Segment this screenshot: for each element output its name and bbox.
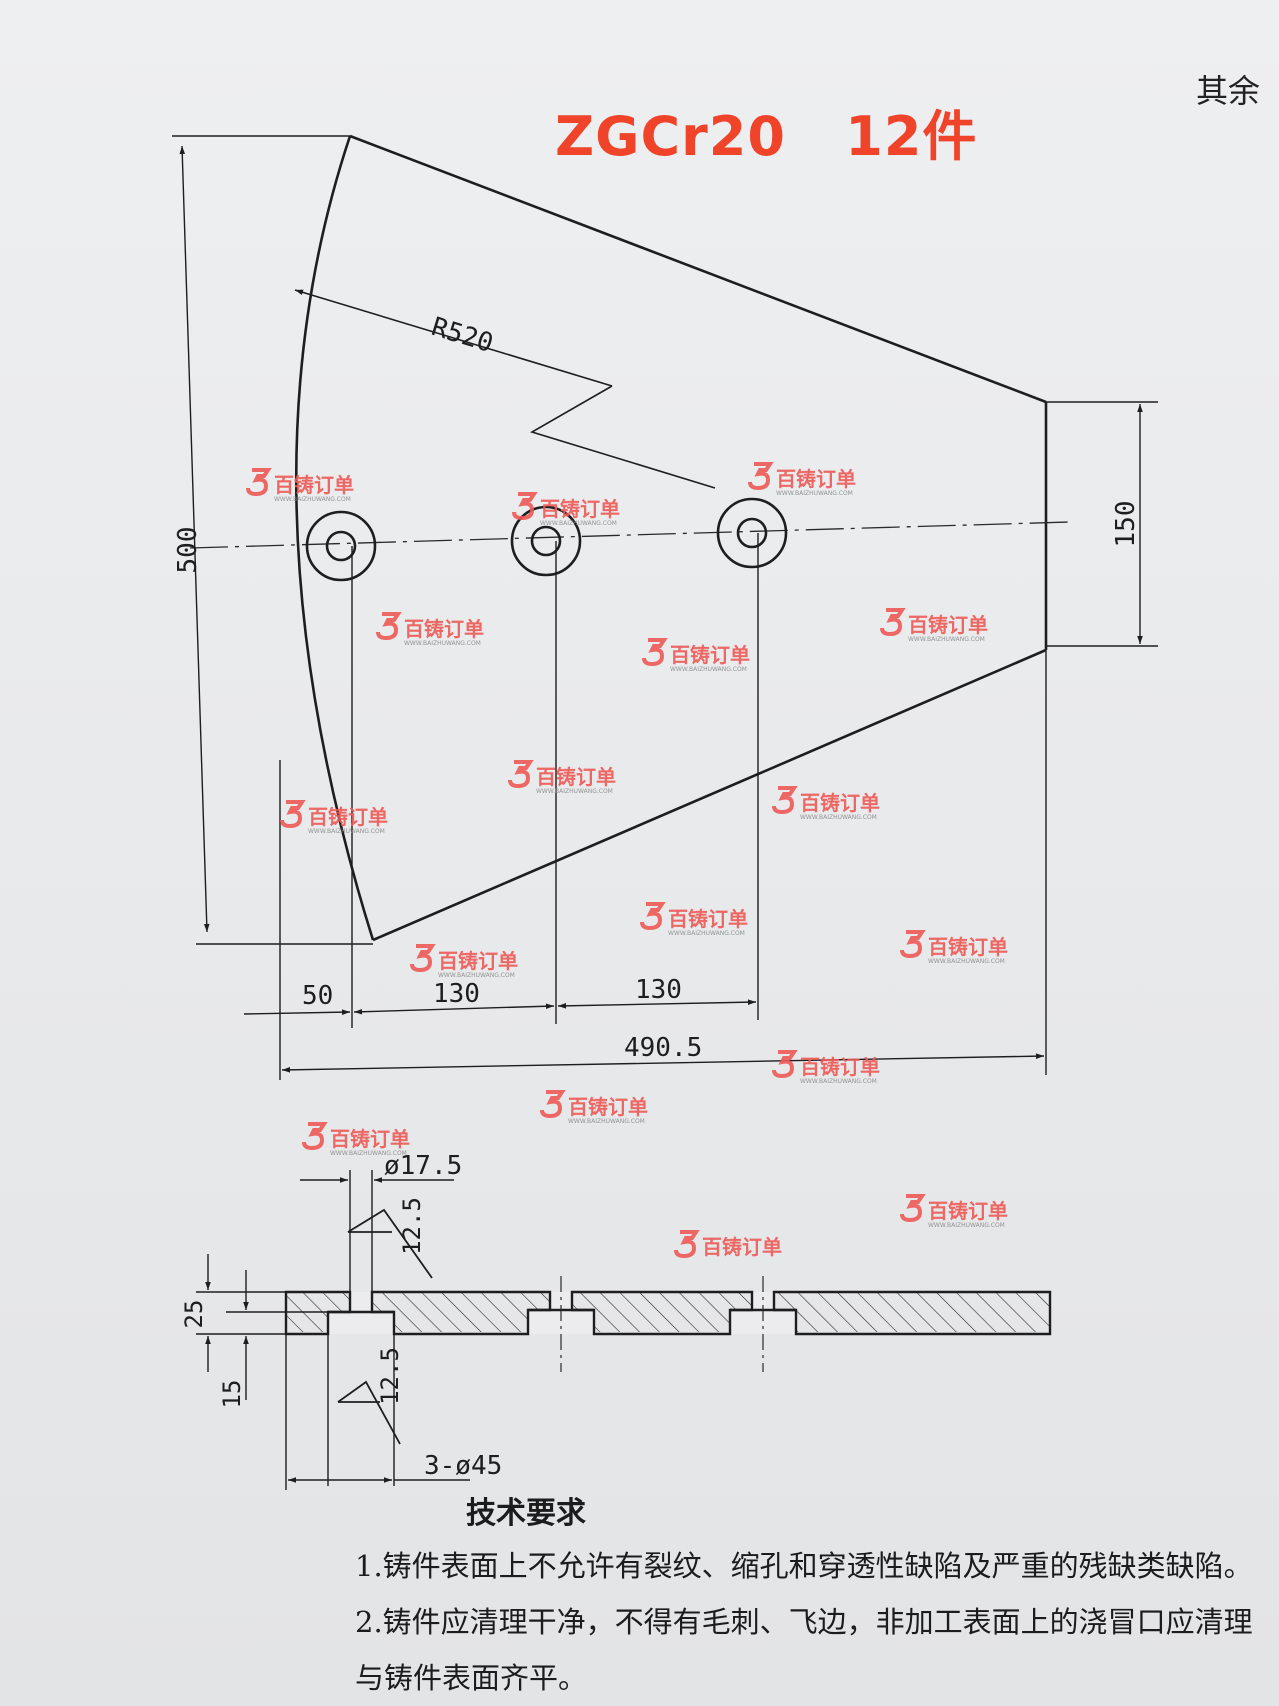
svg-text:WWW.BAIZHUWANG.COM: WWW.BAIZHUWANG.COM [540,520,617,527]
svg-text:WWW.BAIZHUWANG.COM: WWW.BAIZHUWANG.COM [670,666,747,673]
spacing-dimensions [243,999,1045,1073]
requirements-list: 1.铸件表面上不允许有裂纹、缩孔和穿透性缺陷及严重的残缺类缺陷。 2.铸件应清理… [355,1538,1255,1706]
spacing-label-2: 130 [433,979,480,1009]
roughness-bottom-label: 12.5 [376,1347,404,1405]
svg-text:WWW.BAIZHUWANG.COM: WWW.BAIZHUWANG.COM [800,814,877,821]
watermark-text: 百铸订单 [274,473,354,497]
spacing-label-1: 50 [302,981,333,1011]
svg-text:百铸订单: 百铸订单 [928,1199,1008,1223]
height-dimension [172,135,373,945]
svg-text:百铸订单: 百铸订单 [404,617,484,641]
overall-length-label: 490.5 [624,1033,702,1063]
svg-text:WWW.BAIZHUWANG.COM: WWW.BAIZHUWANG.COM [536,788,613,795]
requirements-heading: 技术要求 [466,1496,586,1531]
right-height-label: 150 [1111,501,1141,548]
svg-text:百铸订单: 百铸订单 [928,935,1008,959]
svg-text:百铸订单: 百铸订单 [670,643,750,667]
svg-text:百铸订单: 百铸订单 [536,765,616,789]
hole-3 [716,497,788,569]
svg-text:WWW.BAIZHUWANG.COM: WWW.BAIZHUWANG.COM [568,1118,645,1125]
center-line [189,521,1071,549]
plate-outline [294,134,1048,942]
hole-2 [510,505,582,577]
right-height-dimension [1046,401,1158,647]
roughness-top-label: 12.5 [398,1197,426,1255]
counterbore-label: 3-ø45 [424,1451,502,1481]
hole-1 [305,510,377,582]
svg-text:百铸订单: 百铸订单 [800,791,880,815]
recess-depth-label: 15 [218,1380,246,1409]
svg-text:百铸订单: 百铸订单 [308,805,388,829]
svg-text:WWW.BAIZHUWANG.COM: WWW.BAIZHUWANG.COM [928,958,1005,965]
svg-text:WWW.BAIZHUWANG.COM: WWW.BAIZHUWANG.COM [330,1150,407,1157]
svg-text:百铸订单: 百铸订单 [540,497,620,521]
svg-text:WWW.BAIZHUWANG.COM: WWW.BAIZHUWANG.COM [776,490,853,497]
svg-text:百铸订单: 百铸订单 [438,949,518,973]
mounting-holes [305,497,788,582]
svg-text:WWW.BAIZHUWANG.COM: WWW.BAIZHUWANG.COM [800,1078,877,1085]
height-label: 500 [173,527,203,574]
svg-text:WWW.BAIZHUWANG.COM: WWW.BAIZHUWANG.COM [274,496,351,503]
svg-text:百铸订单: 百铸订单 [330,1127,410,1151]
svg-text:WWW.BAIZHUWANG.COM: WWW.BAIZHUWANG.COM [928,1222,1005,1229]
requirement-item-2: 2.铸件应清理干净，不得有毛刺、飞边，非加工表面上的浇冒口应清理 [355,1605,1253,1639]
spacing-label-3: 130 [635,975,682,1005]
surface-finish-note: 其余 [1196,72,1261,110]
hole-dia-label: ø17.5 [384,1151,462,1181]
radius-label: R520 [428,312,497,359]
thickness-label: 25 [180,1300,208,1329]
page-title: ZGCr20 12件 [555,105,978,168]
radius-leader [294,289,716,489]
svg-text:WWW.BAIZHUWANG.COM: WWW.BAIZHUWANG.COM [908,636,985,643]
spacing-extension-lines [279,533,1047,1080]
svg-text:WWW.BAIZHUWANG.COM: WWW.BAIZHUWANG.COM [438,972,515,979]
svg-text:百铸订单: 百铸订单 [568,1095,648,1119]
svg-text:百铸订单: 百铸订单 [668,907,748,931]
svg-text:百铸订单: 百铸订单 [800,1055,880,1079]
svg-text:WWW.BAIZHUWANG.COM: WWW.BAIZHUWANG.COM [668,930,745,937]
svg-text:百铸订单: 百铸订单 [702,1235,782,1259]
requirement-item-1: 1.铸件表面上不允许有裂纹、缩孔和穿透性缺陷及严重的残缺类缺陷。 [355,1549,1253,1583]
section-view [196,1170,1052,1490]
svg-text:WWW.BAIZHUWANG.COM: WWW.BAIZHUWANG.COM [308,828,385,835]
svg-text:WWW.BAIZHUWANG.COM: WWW.BAIZHUWANG.COM [404,640,481,647]
svg-text:百铸订单: 百铸订单 [908,613,988,637]
requirement-item-2-cont: 与铸件表面齐平。 [355,1661,588,1695]
svg-text:百铸订单: 百铸订单 [776,467,856,491]
